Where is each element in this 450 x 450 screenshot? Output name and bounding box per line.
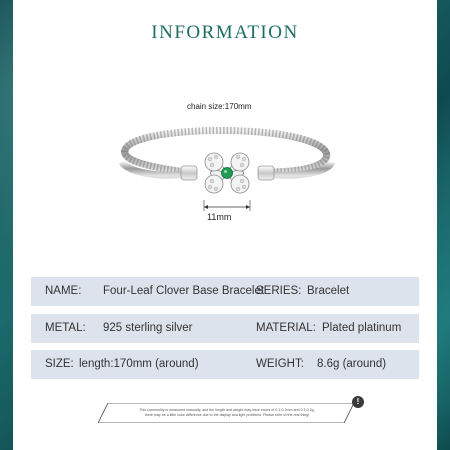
series-value: Bracelet xyxy=(307,285,350,297)
metal-value: 925 sterling silver xyxy=(103,322,193,334)
disclaimer-text: This commodity is measured manually, and… xyxy=(139,408,315,417)
chain-size-label: chain size:170mm xyxy=(187,102,252,111)
series-label: SERIES: xyxy=(256,285,302,297)
info-card: INFORMATION chain size:170mm xyxy=(13,0,437,450)
material-label: MATERIAL: xyxy=(256,322,316,334)
left-clasp xyxy=(180,165,198,181)
exclamation-icon: ! xyxy=(352,396,364,408)
clasp-size-label: 11mm xyxy=(207,212,232,222)
metal-row: METAL: 925 sterling silver MATERIAL: Pla… xyxy=(31,314,419,343)
page-title: INFORMATION xyxy=(151,22,299,43)
size-value: length:170mm (around) xyxy=(79,358,199,370)
name-row: NAME: Four-Leaf Clover Base Bracelet SER… xyxy=(31,277,419,306)
size-label: SIZE: xyxy=(45,358,74,370)
weight-label: WEIGHT: xyxy=(256,358,304,370)
size-row: SIZE: length:170mm (around) WEIGHT: 8.6g… xyxy=(31,350,419,379)
name-label: NAME: xyxy=(45,285,82,297)
metal-label: METAL: xyxy=(45,322,86,334)
name-value: Four-Leaf Clover Base Bracelet xyxy=(103,285,265,297)
green-gem xyxy=(221,167,233,179)
material-value: Plated platinum xyxy=(322,322,402,334)
disclaimer-banner: This commodity is measured manually, and… xyxy=(98,403,354,423)
right-clasp xyxy=(257,165,275,181)
weight-value: 8.6g (around) xyxy=(317,358,387,370)
bracelet-image xyxy=(119,126,336,211)
